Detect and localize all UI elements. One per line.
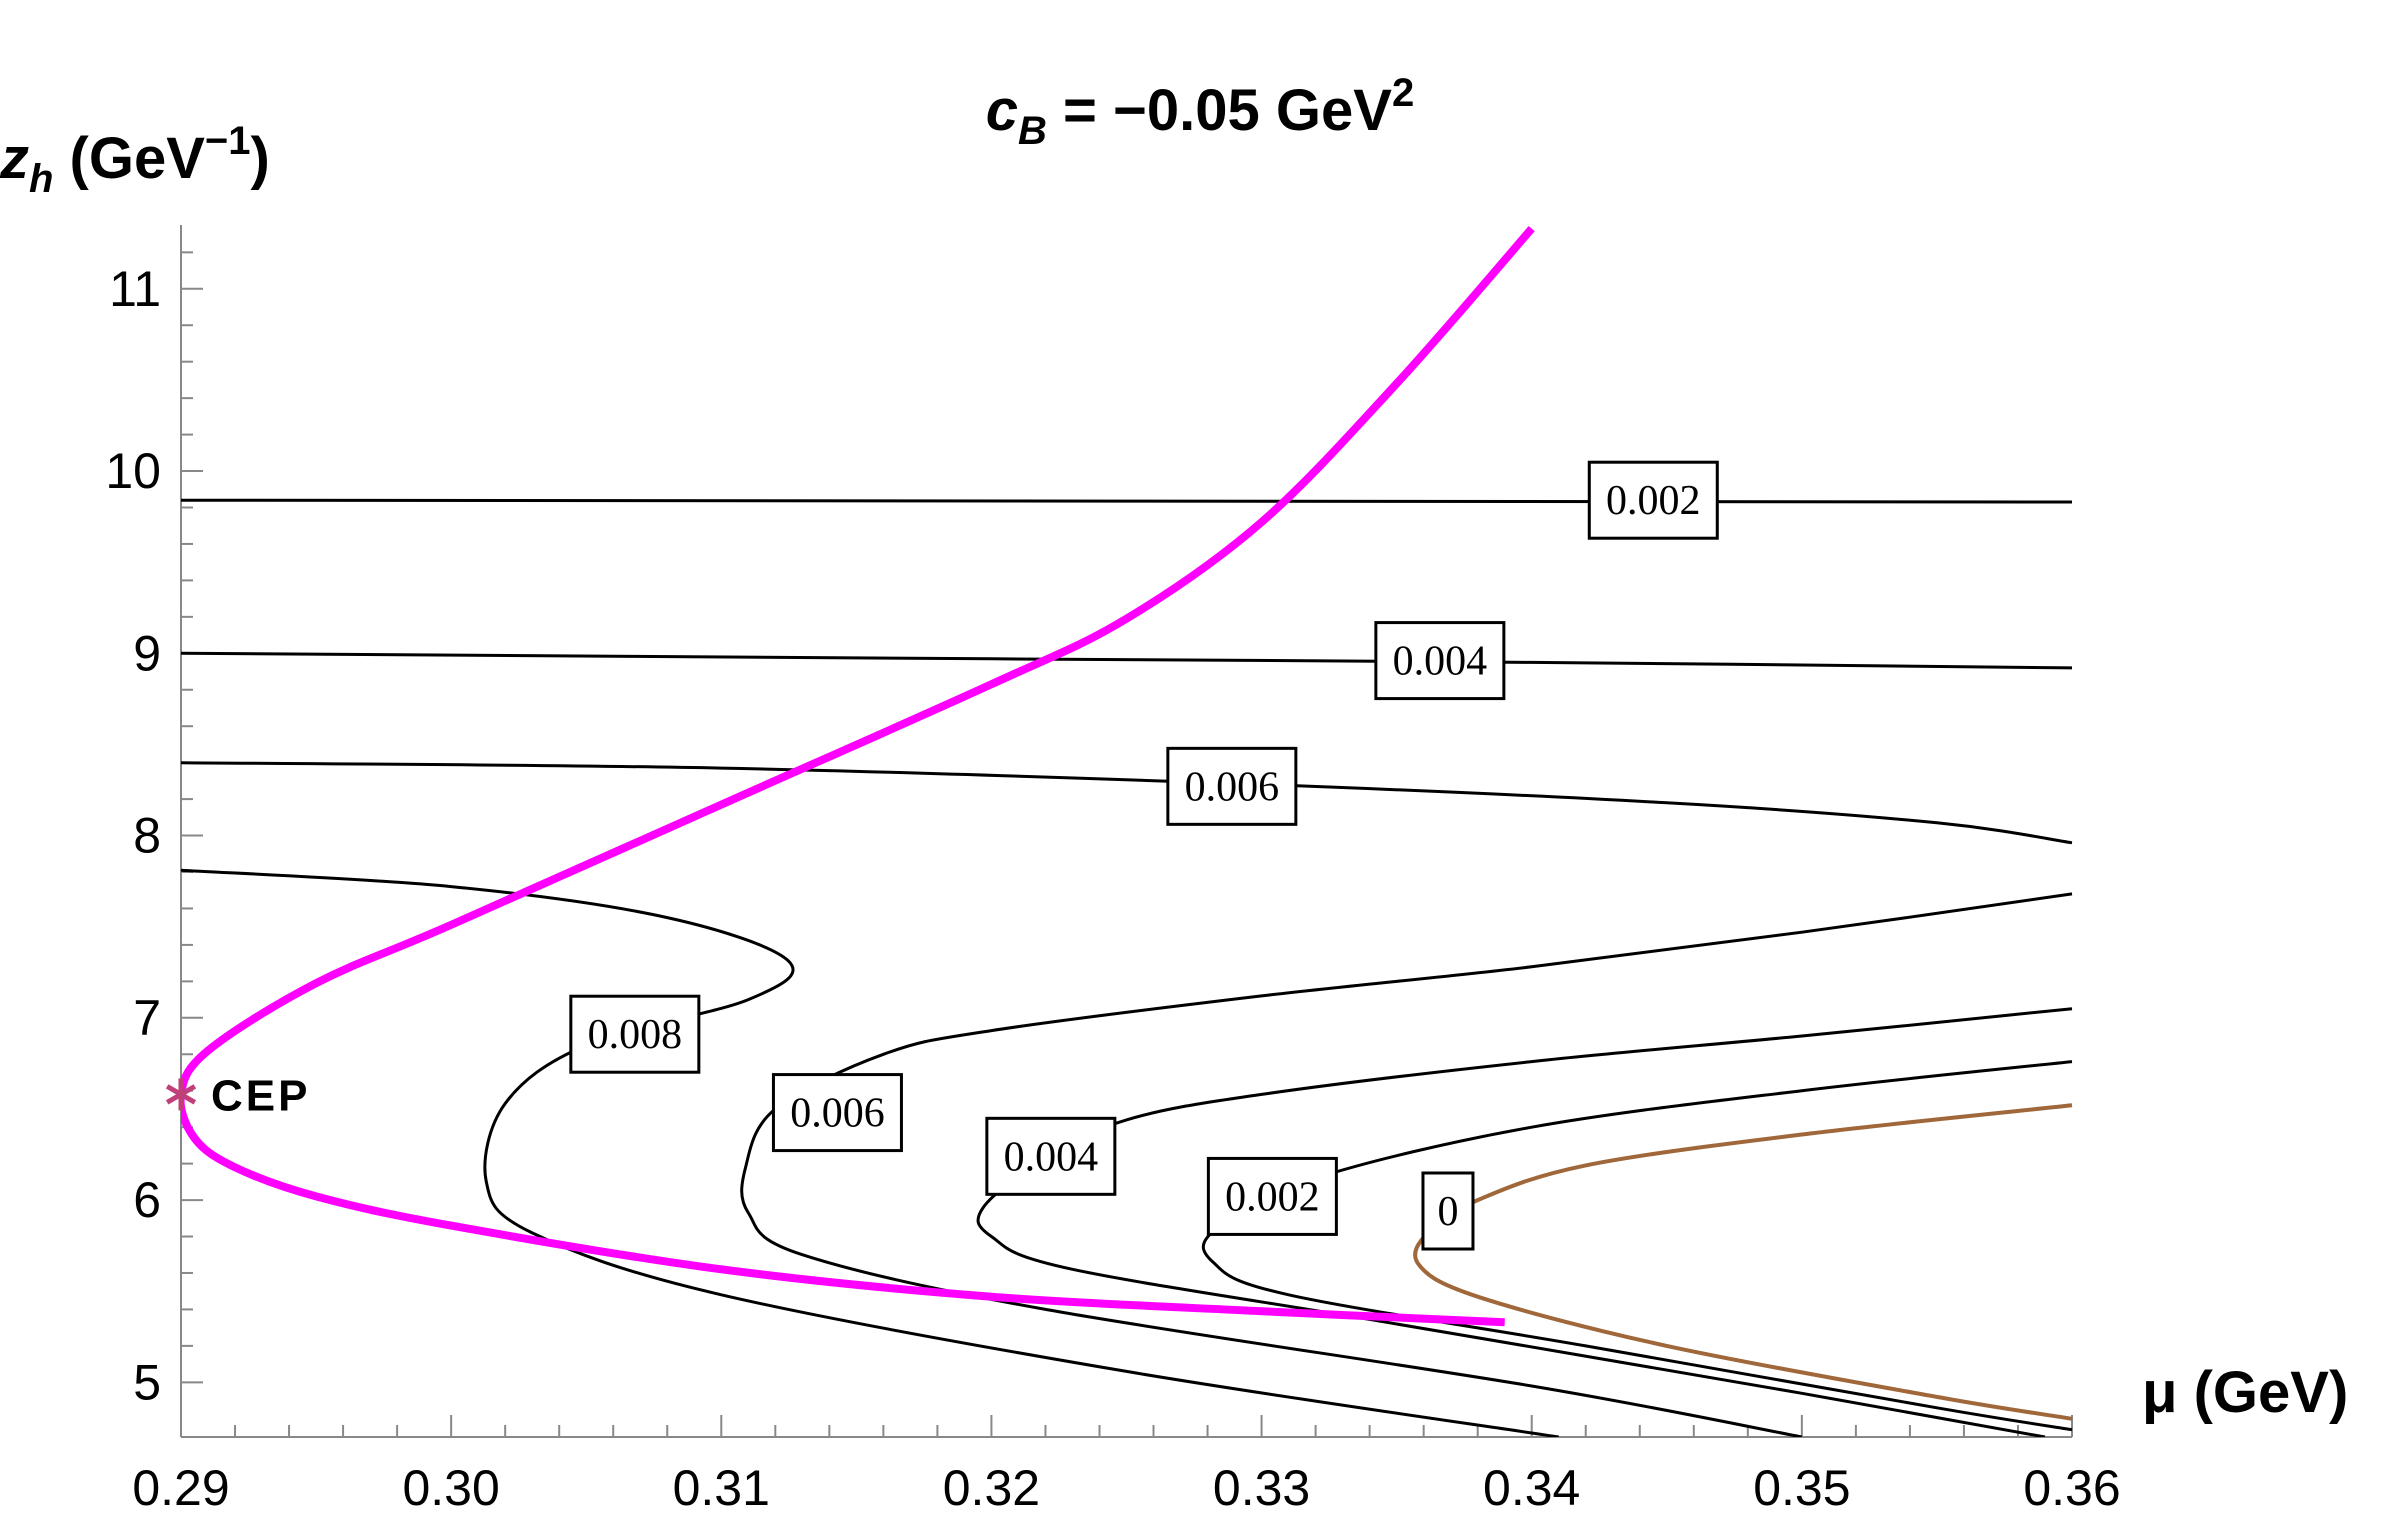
contour-label: 0.002 bbox=[1587, 460, 1719, 540]
contour-label: 0.006 bbox=[771, 1073, 903, 1153]
contour-label-text: 0.002 bbox=[1225, 1174, 1320, 1220]
contour-line-0-002 bbox=[1201, 1060, 2073, 1432]
contour-label-box bbox=[1206, 1156, 1338, 1236]
x-tick-label: 0.36 bbox=[2023, 1460, 2120, 1516]
contour-label: 0 bbox=[1421, 1171, 1475, 1251]
contour-label-box bbox=[771, 1073, 903, 1153]
contour-label-box bbox=[569, 994, 701, 1074]
y-tick-label: 10 bbox=[105, 443, 161, 499]
contour-label-text: 0.004 bbox=[1004, 1134, 1099, 1180]
axes: 0.29 0.30 0.31 0.32 0.33 0.34 0.35 0.36 5 6 7 8 9 10 1… bbox=[105, 225, 2121, 1516]
x-tick-label: 0.34 bbox=[1483, 1460, 1580, 1516]
x-tick-label: 0.35 bbox=[1753, 1460, 1850, 1516]
x-tick-label: 0.32 bbox=[943, 1460, 1040, 1516]
y-tick-label: 8 bbox=[133, 808, 161, 864]
contour-line-0-006 bbox=[181, 761, 2073, 845]
contour-line-0-002 bbox=[181, 498, 2073, 504]
contour-label: 0.006 bbox=[1166, 746, 1298, 826]
contour-label-text: 0.006 bbox=[790, 1091, 885, 1137]
contour-label: 0.002 bbox=[1206, 1156, 1338, 1236]
contour-label-box bbox=[1166, 746, 1298, 826]
y-tick-label: 6 bbox=[133, 1172, 161, 1228]
contour-line-0-006 bbox=[740, 892, 2073, 1437]
y-tick-label: 9 bbox=[133, 625, 161, 681]
contour-label: 0.004 bbox=[1374, 621, 1506, 701]
contour-label-text: 0.002 bbox=[1606, 478, 1701, 524]
contour-label-text: 0.008 bbox=[588, 1012, 683, 1058]
phase-transition-line bbox=[181, 225, 1535, 1327]
contour-label: 0.004 bbox=[985, 1116, 1117, 1196]
cep-label: CEP bbox=[211, 1071, 310, 1120]
contour-labels: 0.002 0.004 0.006 0.008 0.006 0.004 0.002 0 CEP bbox=[165, 460, 1719, 1251]
x-tick-label: 0.29 bbox=[132, 1460, 229, 1516]
cep-marker bbox=[165, 1078, 197, 1111]
y-axis-label: zh (GeV−1) bbox=[0, 119, 270, 201]
contour-label-text: 0.006 bbox=[1185, 764, 1280, 810]
x-tick-label: 0.30 bbox=[402, 1460, 499, 1516]
contour-label-box bbox=[985, 1116, 1117, 1196]
y-tick-label: 11 bbox=[109, 261, 161, 317]
contour-line-0-004 bbox=[181, 651, 2073, 670]
chart-title: cB = −0.05 GeV2 bbox=[986, 71, 1414, 153]
contour-lines bbox=[181, 225, 2073, 1437]
contour-label-text: 0.004 bbox=[1393, 639, 1488, 685]
contour-line-0-008 bbox=[181, 868, 1559, 1437]
y-tick-label: 5 bbox=[133, 1354, 161, 1410]
contour-label-box bbox=[1421, 1171, 1475, 1251]
contour-label-text: 0 bbox=[1437, 1189, 1458, 1235]
x-tick-label: 0.33 bbox=[1213, 1460, 1310, 1516]
contour-label-box bbox=[1587, 460, 1719, 540]
contour-line-0 bbox=[1413, 1103, 2073, 1421]
x-axis-label: μ (GeV) bbox=[2142, 1360, 2348, 1425]
y-tick-label: 7 bbox=[133, 990, 161, 1046]
contour-label: 0.008 bbox=[569, 994, 701, 1074]
x-tick-label: 0.31 bbox=[673, 1460, 770, 1516]
contour-label-box bbox=[1374, 621, 1506, 701]
